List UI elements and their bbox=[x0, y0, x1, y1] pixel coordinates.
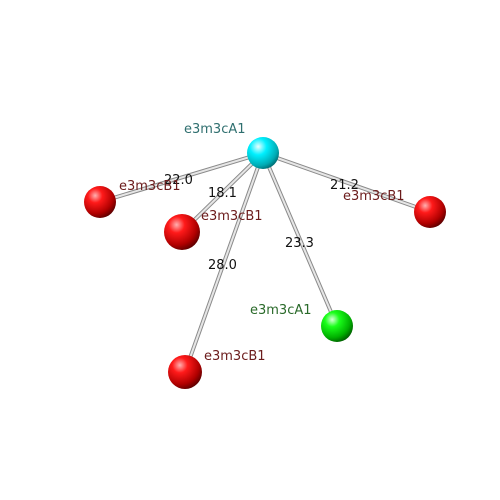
bonds-layer bbox=[98, 151, 432, 374]
atoms-layer bbox=[84, 137, 446, 389]
atom-label: e3m3cA1 bbox=[250, 303, 312, 318]
red-atom bbox=[84, 186, 116, 218]
green-atom bbox=[321, 310, 353, 342]
red-atom bbox=[414, 196, 446, 228]
bond-distance-label: 23.3 bbox=[285, 236, 314, 251]
bond-green bbox=[261, 151, 339, 328]
bond-right bbox=[261, 151, 432, 214]
atom-label: e3m3cB1 bbox=[204, 349, 266, 364]
bond-left bbox=[98, 151, 265, 204]
bond-distance-label: 22.0 bbox=[164, 173, 193, 188]
bond-labels-layer: 22.0 18.1 21.2 23.3 28.0 bbox=[164, 173, 359, 273]
bond-bottom bbox=[183, 151, 265, 374]
red-atom bbox=[168, 355, 202, 389]
atom-label: e3m3cB1 bbox=[201, 209, 263, 224]
cyan-atom bbox=[247, 137, 279, 169]
bond-distance-label: 28.0 bbox=[208, 258, 237, 273]
atom-label: e3m3cA1 bbox=[184, 122, 246, 137]
atom-label: e3m3cB1 bbox=[343, 189, 405, 204]
bond-distance-label: 18.1 bbox=[208, 186, 237, 201]
bond-mid bbox=[180, 151, 265, 234]
atom-label: e3m3cB1 bbox=[119, 179, 181, 194]
red-atom bbox=[164, 214, 200, 250]
bond-distance-label: 21.2 bbox=[330, 178, 359, 193]
atom-labels-layer: e3m3cA1 e3m3cB1 e3m3cB1 e3m3cB1 e3m3cA1 e3m3c… bbox=[119, 122, 405, 364]
